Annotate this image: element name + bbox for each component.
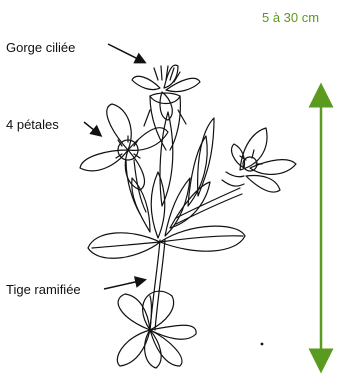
pointer-petals — [84, 122, 100, 135]
four-petal-flower — [80, 104, 168, 214]
upper-leaves — [132, 112, 214, 238]
pointer-stem — [104, 280, 144, 289]
basal-rosette — [117, 291, 196, 368]
top-flower — [132, 65, 200, 150]
right-flower — [222, 128, 296, 192]
pointer-throat — [108, 44, 144, 62]
